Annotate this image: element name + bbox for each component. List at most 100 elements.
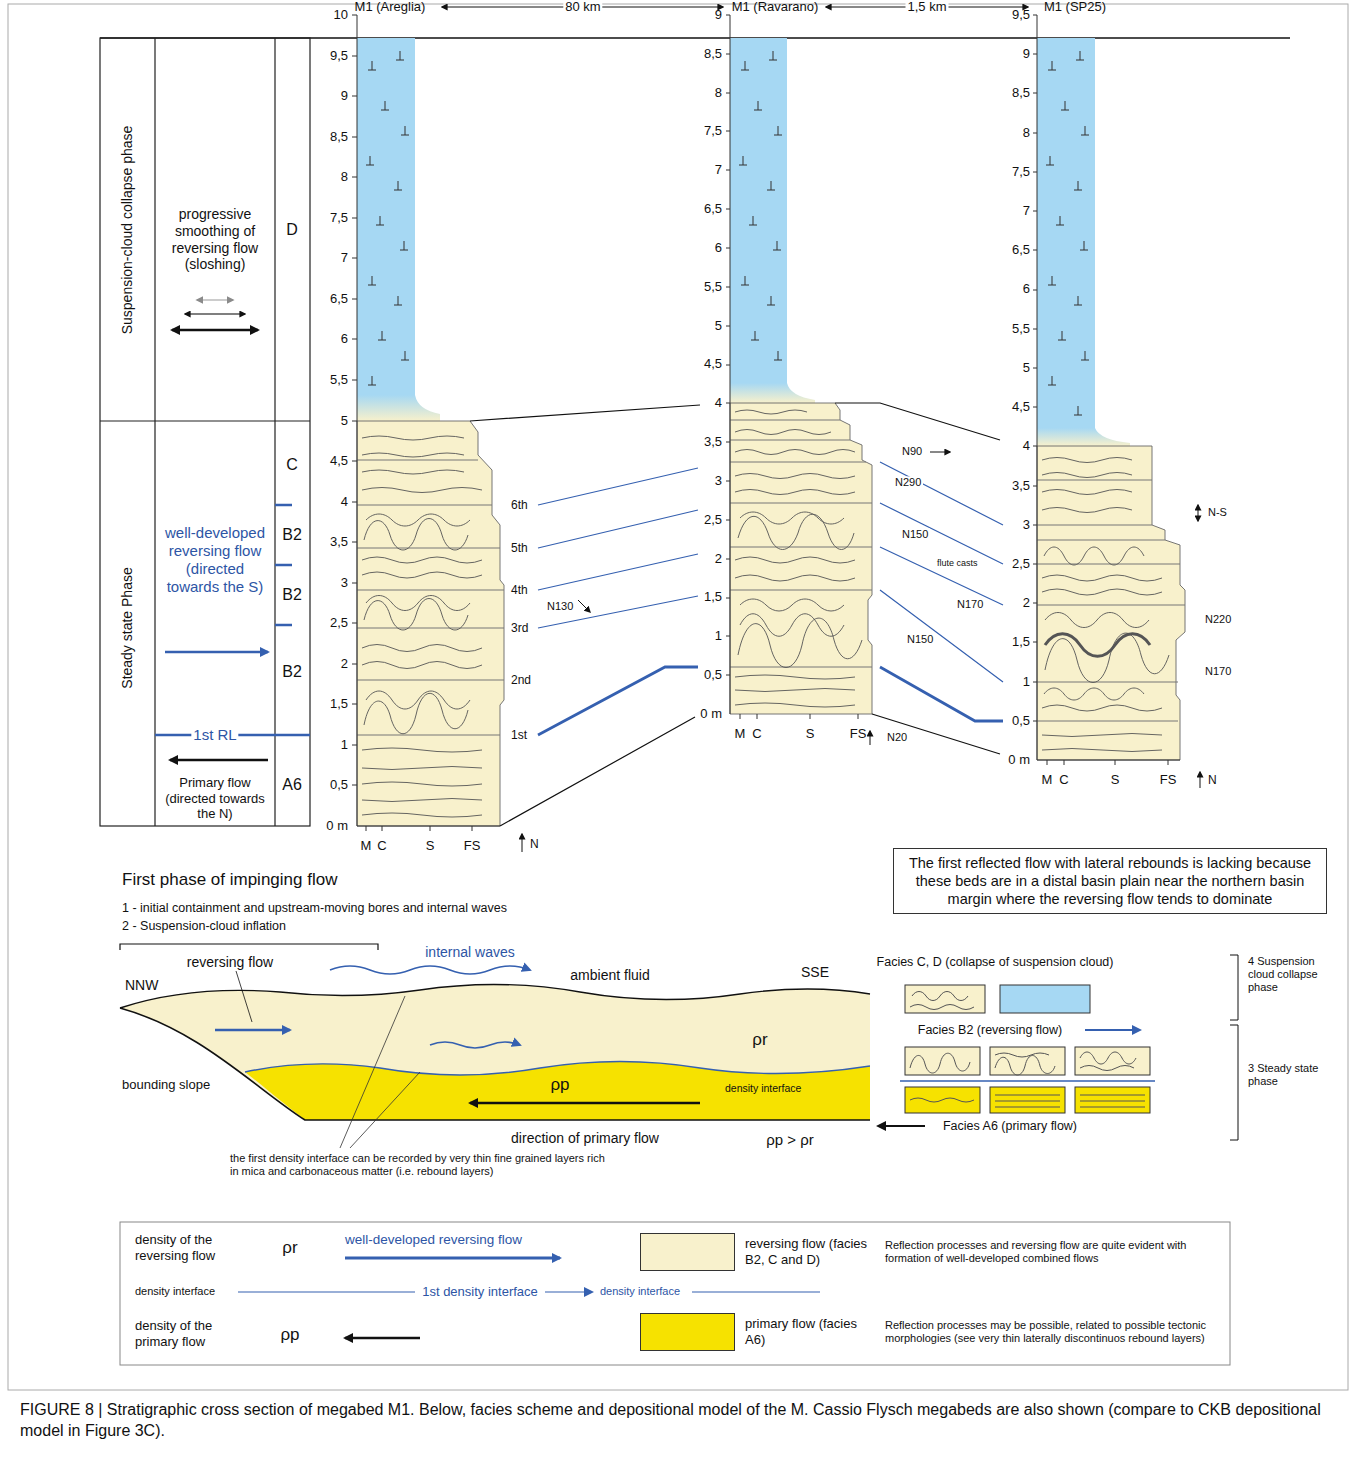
bed-boundaries-part [357,460,504,735]
density-symbol: ρr [752,1030,767,1050]
legend-panel [120,1222,1230,1365]
legend-note: density of the reversing flow [135,1232,253,1263]
paleocurrent-arrows-part [1198,505,1199,521]
facies-label: Facies A6 (primary flow) [943,1119,1077,1134]
phase-note: Primary flow (directed towards the N) [157,775,273,822]
phase-name: Suspension-cloud collapse phase [119,126,136,335]
grain-size: C [1059,772,1068,788]
phase-table-part [172,329,258,331]
phase-note: progressive smoothing of reversing flow … [159,206,271,273]
depth-axes-part [357,15,1037,826]
depth-number: 5 [715,318,722,334]
marl-layers-part [1037,428,1130,446]
scale-bars [100,7,1290,38]
depth-axes-part [357,826,500,831]
depth-number: 1,5 [704,590,722,606]
depth-number: 2 [341,656,348,672]
facies-code: D [286,220,298,239]
grain-size: C [752,726,761,742]
distance-label: 80 km [563,0,602,15]
lamination-part [362,645,482,669]
sand-beds-part [1037,446,1185,760]
depth-number: 1 [1023,674,1030,690]
flow-label: direction of primary flow [511,1130,659,1147]
lamination-part [364,691,470,734]
facies-scheme-part [1075,1047,1150,1075]
legend-note: Reflection processes may be possible, re… [885,1319,1220,1345]
marl-layers-part [1037,38,1095,428]
correlation-lines [470,403,1003,826]
depth-number: 5 [1023,360,1030,376]
phase-table [100,38,310,826]
figure-frame [8,4,1348,1390]
paleocurrent: N170 [955,598,985,611]
facies-scheme-part [910,992,974,1010]
facies-code: B2 [282,585,302,604]
legend-text: primary flow (facies A6) [745,1316,873,1347]
phase-table-part [197,300,233,301]
lamination-part [1044,547,1144,565]
depositional-model-part [340,996,420,1148]
lamination-part [362,748,482,817]
marl-symbols-part [366,51,409,385]
facies-scheme-part [1000,985,1090,1013]
bed-boundaries [357,420,1185,735]
legend-swatch [640,1313,735,1351]
lamination-part [735,410,855,455]
marl-symbols-part [739,51,782,360]
grain-size: M [735,726,746,742]
depth-number: 0 m [326,818,348,834]
paleocurrent-arrows [522,452,1200,852]
legend-panel-part [345,1337,420,1340]
paleocurrent: N-S [1208,506,1227,519]
depth-axes-part [1037,760,1180,765]
paleocurrent-arrows-part [870,731,871,745]
flow-label: ambient fluid [570,967,649,984]
depth-number: 2 [715,551,722,567]
correlation-lines-part [538,667,1003,735]
lamination-part [735,675,855,707]
note: the first density interface can be recor… [230,1152,610,1178]
depth-number: 9 [715,7,722,23]
depth-number: 5,5 [704,279,722,295]
rebound-number: 2nd [509,673,533,687]
lamination-part [362,557,482,578]
figure-frame-part [8,4,1348,1390]
bed-boundaries-part [1037,480,1185,721]
marl-symbols [366,51,1089,415]
depth-number: 8,5 [1012,86,1030,102]
paleocurrent: N220 [1205,613,1231,626]
direction-label: SSE [801,964,829,981]
depth-number: 3 [715,473,722,489]
depth-number: 1,5 [330,697,348,713]
depositional-model-part [120,944,378,950]
legend-text: reversing flow (facies B2, C and D) [745,1236,873,1267]
phase-note: well-developed reversing flow (directed … [158,524,272,596]
marl-layers-part [357,395,440,421]
figure-caption: FIGURE 8 | Stratigraphic cross section o… [20,1400,1336,1442]
depth-number: 10 [334,7,348,23]
facies-code: B2 [282,662,302,681]
depth-number: 1,5 [1012,635,1030,651]
depth-number: 2,5 [330,615,348,631]
direction-label: NNW [125,977,158,994]
depth-number: 8 [715,85,722,101]
phase-label: 3 Steady state phase [1248,1062,1338,1088]
depth-number: 0,5 [1012,713,1030,729]
depth-number: 4 [1023,439,1030,455]
depth-number: 0,5 [704,667,722,683]
density-symbol: ρp [550,1075,569,1095]
depth-number: 8,5 [330,129,348,145]
depth-number: 0,5 [330,778,348,794]
depth-number: 7,5 [330,210,348,226]
depth-number: 8 [1023,125,1030,141]
lamination-part [1045,613,1169,683]
depth-number: 4,5 [330,453,348,469]
rebound-number: 5th [509,541,530,555]
depth-number: 6,5 [330,291,348,307]
bed-boundaries-part [730,420,872,667]
depositional-model [120,944,870,1148]
density-symbol: ρp > ρr [766,1131,814,1149]
lamination-part [735,474,855,495]
